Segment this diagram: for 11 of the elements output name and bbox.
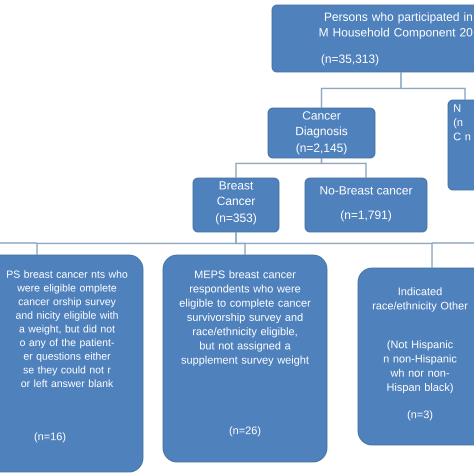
process-box: Indicated race/ethnicity Other (Not Hispanic n non-Hispanic wh nor non-Hispan black) (n=3): [358, 268, 474, 446]
process-box: Breast Cancer (n=353): [192, 178, 280, 232]
connector-line: [235, 232, 433, 268]
process-box: N (n C n: [448, 100, 474, 190]
process-box: MEPS breast cancer respondents who were eligible to complete cancer survivorship survey and race/ethnicity eligible, but not assigned a supplement survey weight (n=26): [162, 254, 328, 462]
process-box: Cancer Diagnosis (n=2,145): [268, 108, 376, 158]
connector-line: [400, 72, 466, 100]
connector-line: [320, 158, 367, 178]
process-box: PS breast cancer nts who were eligible omplete cancer orship survey and nicity eligible with a weight, but did not o any of the patient- er questions either se they could not r or left answer blank (n=16): [0, 254, 144, 472]
process-box: Persons who participated in M Household Component 20 (n=35,313): [272, 4, 474, 72]
process-box: No-Breast cancer (n=1,791): [304, 178, 428, 232]
